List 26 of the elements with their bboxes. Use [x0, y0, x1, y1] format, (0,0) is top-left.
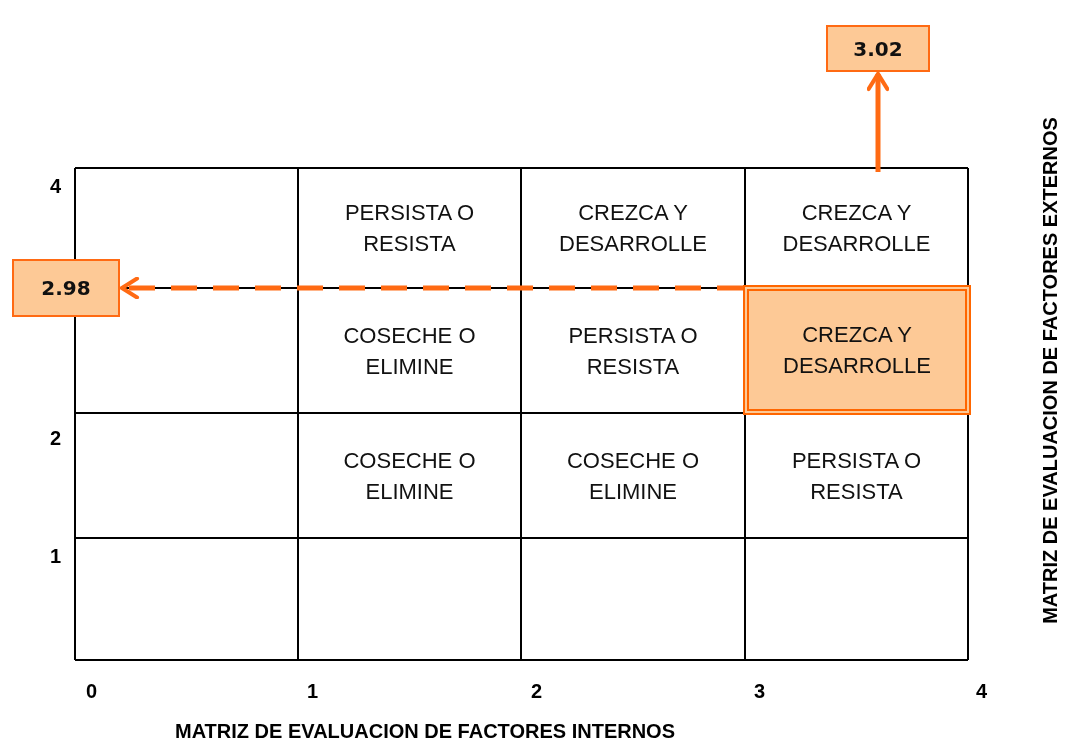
axis-title: MATRIZ DE EVALUACION DE FACTORES EXTERNOS — [1038, 116, 1062, 624]
strategy-text: COSECHE O ELIMINE — [342, 446, 477, 506]
arrow — [866, 71, 890, 172]
value-box — [826, 25, 930, 72]
value-box — [12, 259, 120, 317]
highlighted-matrix-cell — [743, 285, 971, 415]
axis-tick-label: 2 — [50, 427, 62, 450]
arrow — [119, 276, 743, 300]
axis-tick-label: 1 — [50, 545, 62, 568]
strategy-text: CREZCA Y DESARROLLE — [558, 199, 708, 258]
axis-tick-label: 3 — [754, 680, 766, 703]
axis-tick-label: 1 — [307, 680, 319, 703]
axis-tick-label: 4 — [50, 175, 62, 198]
axis-tick-label: 0 — [86, 680, 98, 703]
value-text: 3.02 — [853, 36, 903, 61]
axis-tick-label: 4 — [976, 680, 988, 703]
value-text: 2.98 — [41, 276, 91, 300]
strategy-text: COSECHE O ELIMINE — [342, 321, 477, 381]
strategy-text: PERSISTA O RESISTA — [343, 199, 476, 258]
axis-tick-label: 2 — [531, 680, 543, 703]
strategy-text: COSECHE O ELIMINE — [566, 446, 700, 506]
strategy-text: PERSISTA O RESISTA — [790, 446, 923, 506]
strategy-text: PERSISTA O RESISTA — [567, 321, 699, 381]
strategy-text: CREZCA Y DESARROLLE — [781, 199, 932, 258]
strategy-text: CREZCA Y DESARROLLE — [782, 321, 932, 380]
axis-title: MATRIZ DE EVALUACION DE FACTORES INTERNOS — [175, 720, 676, 743]
